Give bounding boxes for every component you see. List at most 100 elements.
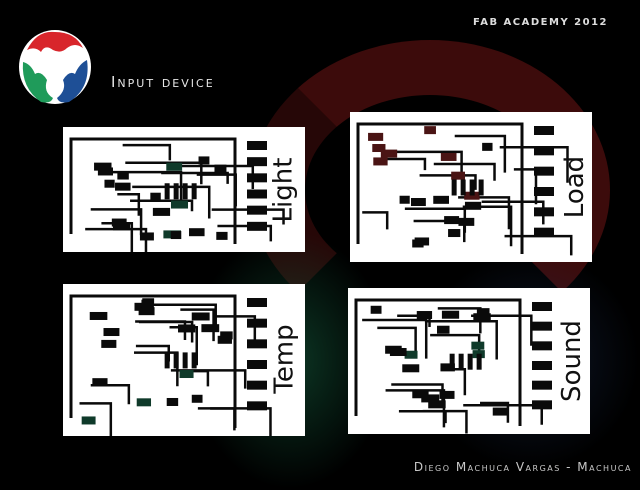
pcb-pad (440, 363, 455, 372)
pcb-trace (362, 211, 389, 230)
pcb-pad (421, 394, 440, 403)
pcb-pad (150, 192, 161, 201)
pcb-trace (356, 122, 524, 254)
pcb-trace (354, 298, 522, 426)
pcb-board-load: Load (350, 112, 592, 262)
pcb-trace (170, 369, 247, 389)
pcb-pad (247, 141, 267, 150)
pcb-pad (141, 299, 154, 308)
pcb-trace (122, 143, 172, 161)
pcb-pad (247, 221, 267, 231)
pcb-pad (247, 401, 267, 411)
pcb-pad (473, 313, 491, 322)
pcb-traces (354, 298, 552, 434)
pcb-trace (134, 351, 179, 387)
pcb-pad (170, 200, 189, 209)
fab-lab-logo (19, 30, 91, 104)
pcb-pad (534, 207, 554, 217)
pcb-trace (504, 234, 573, 256)
pcb-pad (139, 232, 154, 241)
pcb-pad (373, 157, 388, 166)
pcb-pad (534, 166, 554, 176)
pcb-pad (164, 183, 170, 200)
pcb-trace (424, 320, 498, 360)
pcb-pad (478, 179, 484, 196)
pcb-pad (117, 171, 129, 180)
pcb-traces (69, 137, 285, 252)
pcb-pad (441, 310, 460, 319)
pcb-pad (444, 216, 460, 225)
pcb-trace (197, 407, 272, 436)
pcb-traces (356, 122, 573, 256)
pcb-board-temp: Temp (63, 284, 305, 436)
pcb-pad (170, 231, 182, 240)
pcb-pad (476, 353, 482, 370)
pcb-pad (370, 305, 382, 314)
pcb-pad (372, 144, 386, 153)
pcb-pad (476, 308, 490, 317)
pcb-pad (436, 325, 450, 334)
pcb-pad (178, 324, 196, 333)
pcb-pad (534, 227, 554, 237)
pcb-trace (69, 294, 237, 428)
pcb-pad (94, 162, 112, 171)
pcb-pad (191, 394, 203, 403)
pcb-pad (410, 198, 426, 207)
pcb-pad (247, 298, 267, 307)
pcb-pad (182, 352, 188, 369)
pcb-pad (198, 156, 210, 165)
pcb-pad (136, 398, 152, 407)
board-label: Load (560, 155, 591, 219)
pcb-pad (469, 179, 475, 196)
pcb-trace (513, 168, 538, 205)
pcb-pad (449, 353, 455, 370)
pcb-pad (414, 237, 430, 246)
pcb-pad (402, 364, 420, 373)
pcb-pad (247, 189, 267, 199)
pcb-pad (492, 407, 509, 416)
pcb-trace (398, 410, 447, 424)
pcb-pad (534, 126, 554, 135)
pcb-trace (101, 222, 134, 252)
pcb-pad (247, 360, 267, 369)
pcb-pad (458, 353, 464, 370)
pcb-trace (138, 320, 194, 343)
pcb-pad (166, 397, 179, 406)
pcb-pad (103, 328, 120, 337)
board-label: Temp (269, 324, 300, 394)
pcb-pad (532, 341, 552, 351)
board-label: Light (268, 157, 299, 223)
board-label: Sound (556, 320, 587, 402)
pcb-pad (532, 361, 552, 370)
pcb-pad (433, 195, 449, 204)
pcb-pad (217, 335, 232, 344)
pcb-pad (138, 307, 155, 316)
author-credit: Diego Machuca Vargas - Machuca (413, 460, 632, 474)
pcb-trace (196, 173, 237, 207)
pcb-board-light: Light (63, 127, 305, 252)
pcb-pad (173, 183, 179, 200)
pcb-pad (467, 353, 473, 370)
pcb-trace (90, 384, 131, 405)
pcb-trace (385, 389, 446, 428)
pcb-pad (191, 352, 197, 369)
pcb-board-sound: Sound (348, 288, 590, 434)
pcb-pad (89, 311, 108, 320)
pcb-trace (211, 208, 285, 225)
pcb-pad (173, 352, 179, 369)
pcb-trace (161, 171, 229, 184)
pcb-trace (377, 326, 417, 356)
pcb-pad (471, 341, 485, 350)
event-title: FAB ACADEMY 2012 (473, 17, 608, 28)
pcb-pad (164, 352, 170, 369)
pcb-trace (462, 205, 513, 247)
pcb-trace (381, 150, 463, 174)
pcb-pad (152, 207, 171, 216)
pcb-pad (247, 173, 267, 183)
pcb-trace (85, 227, 148, 252)
pcb-pad (464, 201, 482, 210)
pcb-pad (482, 142, 493, 151)
pcb-trace (212, 315, 257, 342)
pcb-pad (189, 228, 205, 237)
pcb-pad (112, 222, 131, 231)
